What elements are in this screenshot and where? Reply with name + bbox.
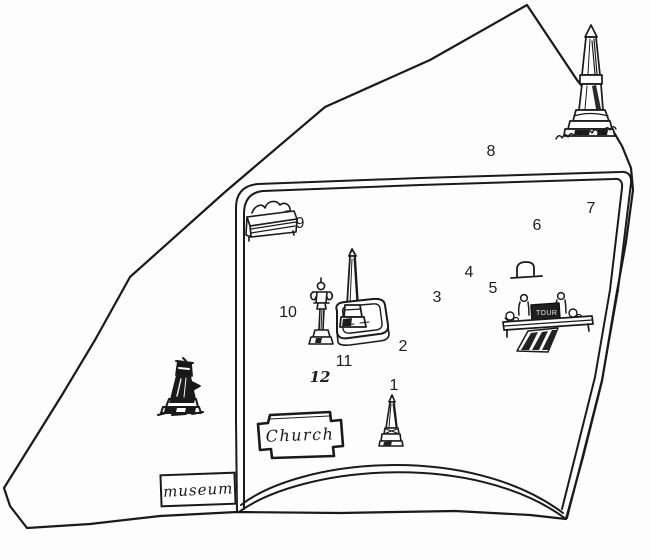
museum-box: museum (159, 471, 237, 508)
tour-group-icon: TOUR (502, 291, 594, 353)
map-marker-1: 1 (389, 377, 399, 394)
dark-tower-icon (157, 357, 204, 416)
map-marker-11: 11 (335, 353, 353, 370)
map-marker-5: 5 (488, 280, 498, 297)
map-marker-4: 4 (464, 264, 474, 281)
plaza-border (235, 170, 633, 519)
map-marker-8: 8 (486, 143, 496, 160)
mini-bench-icon (510, 261, 543, 279)
map-marker-3: 3 (432, 289, 442, 306)
map-marker-6: 6 (532, 217, 542, 234)
small-obelisk-icon (378, 394, 404, 447)
fountain-icon (335, 248, 390, 346)
plaza-arc-path (238, 464, 567, 520)
bench-person-icon (245, 200, 298, 242)
park-outer-boundary (2, 3, 635, 530)
museum-label: museum (162, 478, 234, 501)
column-monument-icon (555, 24, 617, 140)
map-marker-2: 2 (398, 338, 408, 355)
map-marker-12: 12 (309, 368, 331, 386)
tour-sign-text: TOUR (536, 310, 557, 317)
map-marker-9: 9 (295, 215, 305, 232)
church-label: Church (265, 424, 335, 446)
map-marker-10: 10 (279, 304, 297, 321)
lamppost-icon (308, 277, 334, 345)
map-marker-7: 7 (586, 200, 596, 217)
church-plaque (256, 410, 345, 460)
